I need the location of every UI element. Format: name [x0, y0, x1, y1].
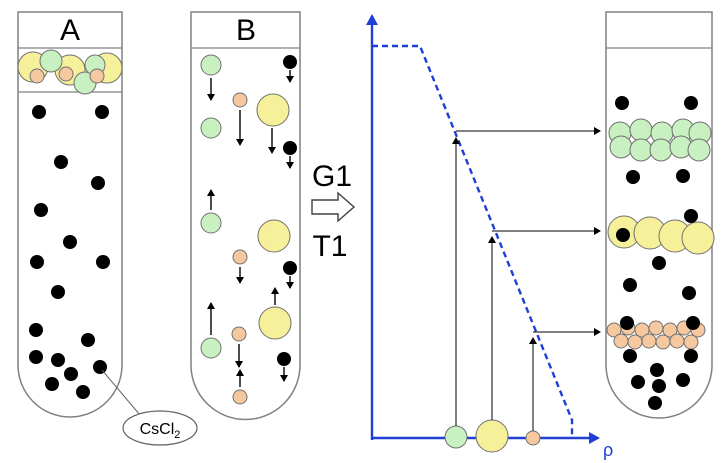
cscl-particle — [29, 350, 43, 364]
cscl-particle — [283, 261, 297, 275]
cscl-particle — [95, 105, 109, 119]
mapping-arrows — [452, 127, 601, 431]
callout-text: CsCl2 — [140, 421, 181, 441]
tube-b: B — [190, 11, 301, 421]
density-profile-line — [372, 44, 574, 438]
callout-main: CsCl — [140, 421, 175, 438]
orange-particle — [613, 333, 629, 349]
green-particle — [200, 337, 222, 359]
tube-b-motion-arrows — [207, 70, 294, 387]
cscl-particle — [96, 255, 110, 269]
cscl-particle — [54, 155, 68, 169]
result-cscl-dots — [615, 96, 700, 410]
cscl-particle — [652, 379, 666, 393]
orange-particle — [669, 333, 685, 349]
cscl-particle — [30, 255, 44, 269]
cscl-particle — [676, 169, 690, 183]
hollow-arrow-icon — [311, 191, 356, 223]
cscl-particle — [51, 353, 65, 367]
green-particle — [629, 118, 653, 142]
cscl-particle — [91, 176, 105, 190]
cscl-particle — [283, 55, 297, 69]
callout-pointer — [101, 369, 141, 416]
orange-particle — [627, 334, 643, 350]
orange-particle — [231, 326, 247, 342]
tube-b-cscl-dots — [277, 55, 297, 366]
green-particle — [687, 138, 711, 162]
green-particle — [200, 212, 222, 234]
step-t1-label: T1 — [312, 230, 347, 263]
cscl-particle — [631, 375, 645, 389]
yellow-particle — [258, 306, 292, 340]
cscl-particle — [684, 209, 698, 223]
tube-b-particles — [200, 54, 292, 405]
green-particle — [649, 138, 673, 162]
callout-subscript: 2 — [174, 429, 180, 441]
green-band — [608, 118, 712, 162]
orange-particle — [58, 66, 74, 82]
green-particle — [629, 138, 653, 162]
axis-particles — [444, 419, 541, 453]
orange-particle — [232, 389, 248, 405]
cscl-particle — [34, 203, 48, 217]
orange-particle — [232, 249, 248, 265]
callout-bubble — [122, 410, 198, 446]
cscl-particle — [616, 228, 630, 242]
result-tube-outline — [605, 11, 713, 419]
cscl-particle — [682, 286, 696, 300]
orange-particle — [655, 334, 671, 350]
cscl-particle — [283, 141, 297, 155]
cscl-particle — [51, 285, 65, 299]
orange-particle — [89, 68, 105, 84]
orange-particle — [683, 334, 699, 350]
cscl-particle — [64, 367, 78, 381]
yellow-particle — [681, 221, 715, 255]
cscl-particle — [684, 349, 698, 363]
step-g1-label: G1 — [312, 160, 352, 193]
cscl-particle — [686, 316, 700, 330]
cscl-particle — [29, 323, 43, 337]
green-particle — [200, 117, 222, 139]
yellow-particle — [257, 219, 291, 253]
cscl-particle — [45, 377, 59, 391]
cscl-particle — [623, 278, 637, 292]
cscl-particle — [277, 352, 291, 366]
orange-particle — [232, 92, 248, 108]
tube-a-cscl-dots — [29, 105, 110, 399]
x-axis-label: ρ — [603, 440, 613, 460]
tube-a-label: A — [60, 14, 80, 47]
green-particle — [444, 425, 468, 449]
cscl-particle — [650, 363, 664, 377]
density-graph: ρ — [366, 14, 613, 460]
orange-particle — [29, 68, 45, 84]
cscl-particle — [81, 333, 95, 347]
cscl-particle — [676, 373, 690, 387]
green-particle — [200, 54, 222, 76]
process-step: G1 T1 — [311, 160, 356, 263]
cscl-particle — [623, 349, 637, 363]
cscl-particle — [652, 256, 666, 270]
cscl-particle — [648, 396, 662, 410]
cscl-particle — [684, 96, 698, 110]
cscl-particle — [76, 385, 90, 399]
yellow-band — [607, 215, 715, 255]
yellow-particle — [256, 93, 290, 127]
cscl-particle — [32, 105, 46, 119]
tube-b-label: B — [236, 14, 256, 47]
cscl-particle — [63, 235, 77, 249]
tube-a-mixed-layer — [17, 49, 123, 95]
cscl-particle — [626, 170, 640, 184]
orange-particle — [641, 333, 657, 349]
orange-particle — [525, 430, 541, 446]
cscl-particle — [620, 316, 634, 330]
cscl-particle — [615, 96, 629, 110]
result-tube — [605, 11, 715, 419]
orange-particle — [648, 320, 664, 336]
tube-a: A — [17, 11, 198, 446]
cscl-particle — [93, 360, 107, 374]
green-particle — [39, 49, 63, 73]
yellow-particle — [475, 419, 509, 453]
green-particle — [609, 135, 633, 159]
